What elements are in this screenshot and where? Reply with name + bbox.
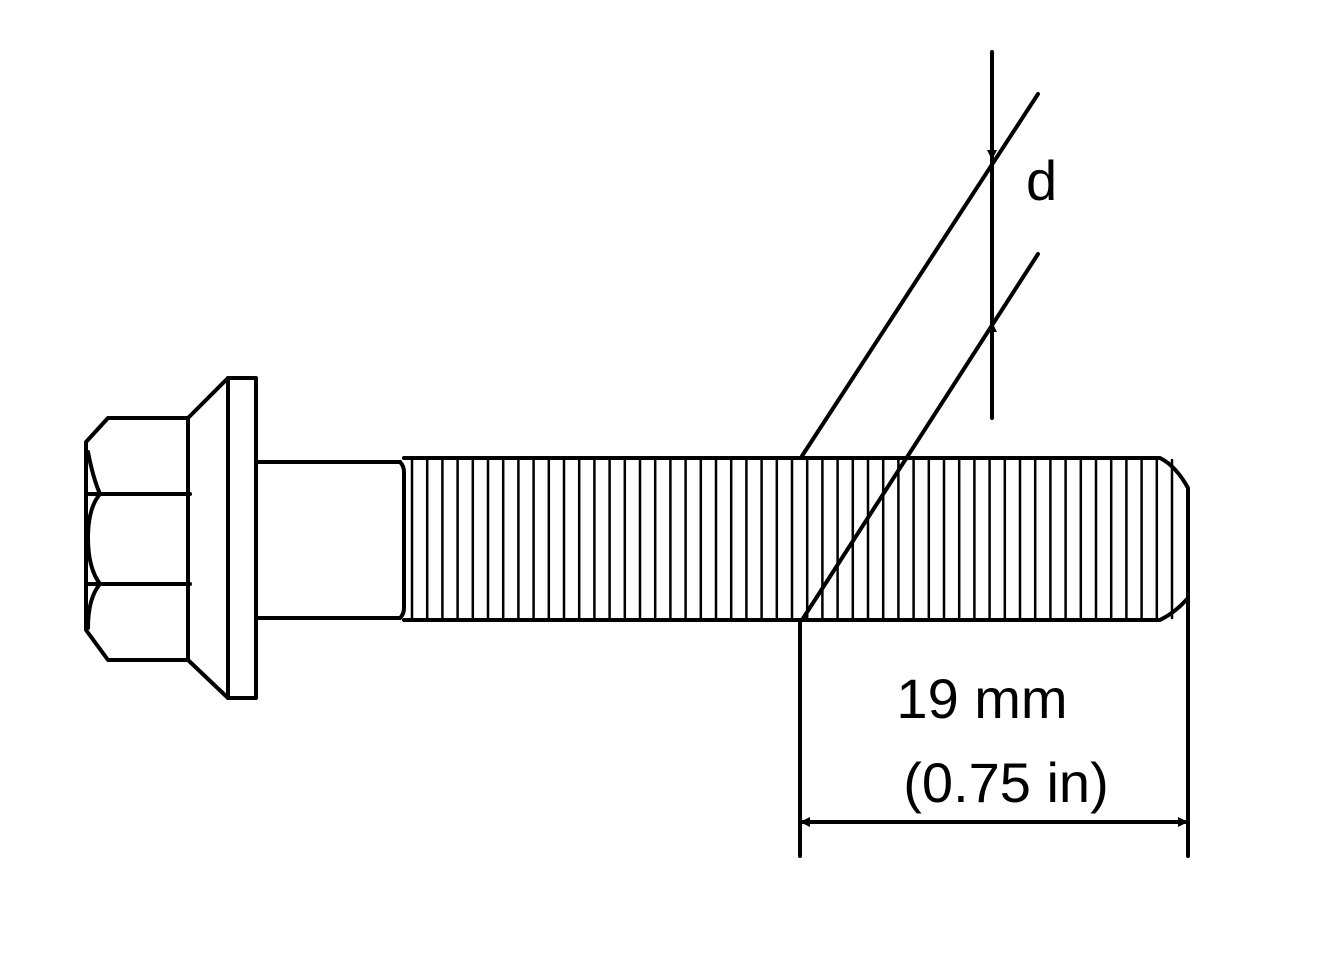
thread-lines bbox=[410, 458, 1174, 620]
length-metric-label: 19 mm bbox=[896, 667, 1067, 730]
bolt-flange bbox=[186, 376, 258, 700]
bolt-threaded-section bbox=[402, 456, 1190, 622]
bolt-shank bbox=[254, 460, 406, 620]
depth-label: d bbox=[1026, 149, 1057, 212]
length-imperial-label: (0.75 in) bbox=[903, 751, 1108, 814]
bolt-hex-head bbox=[84, 416, 192, 662]
thread-depth-guide-lines bbox=[800, 92, 1040, 622]
length-dimension bbox=[798, 596, 1190, 858]
